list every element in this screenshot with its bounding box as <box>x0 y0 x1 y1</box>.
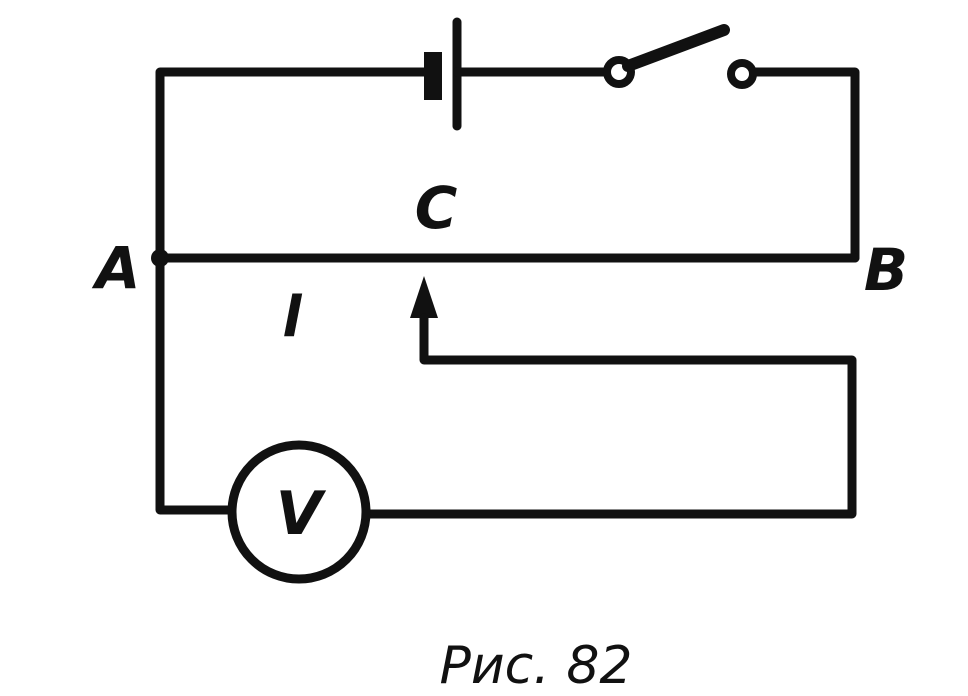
label-a: A <box>92 234 141 302</box>
label-c: C <box>415 174 458 242</box>
wire-switch-to-b <box>749 67 860 263</box>
wire-a-to-voltmeter <box>155 253 237 515</box>
switch-open-contact <box>727 59 757 89</box>
label-b: B <box>864 236 908 304</box>
battery-negative-plate <box>424 52 442 100</box>
voltmeter <box>227 440 371 584</box>
wire-top-left <box>155 67 433 263</box>
voltmeter-label: V <box>276 479 327 549</box>
figure-caption: Рис. 82 <box>440 636 633 696</box>
label-length-l: l <box>282 285 302 350</box>
switch-lever <box>622 24 730 72</box>
wire-slider-return <box>363 313 857 519</box>
sliding-contact-arrow <box>410 276 438 318</box>
